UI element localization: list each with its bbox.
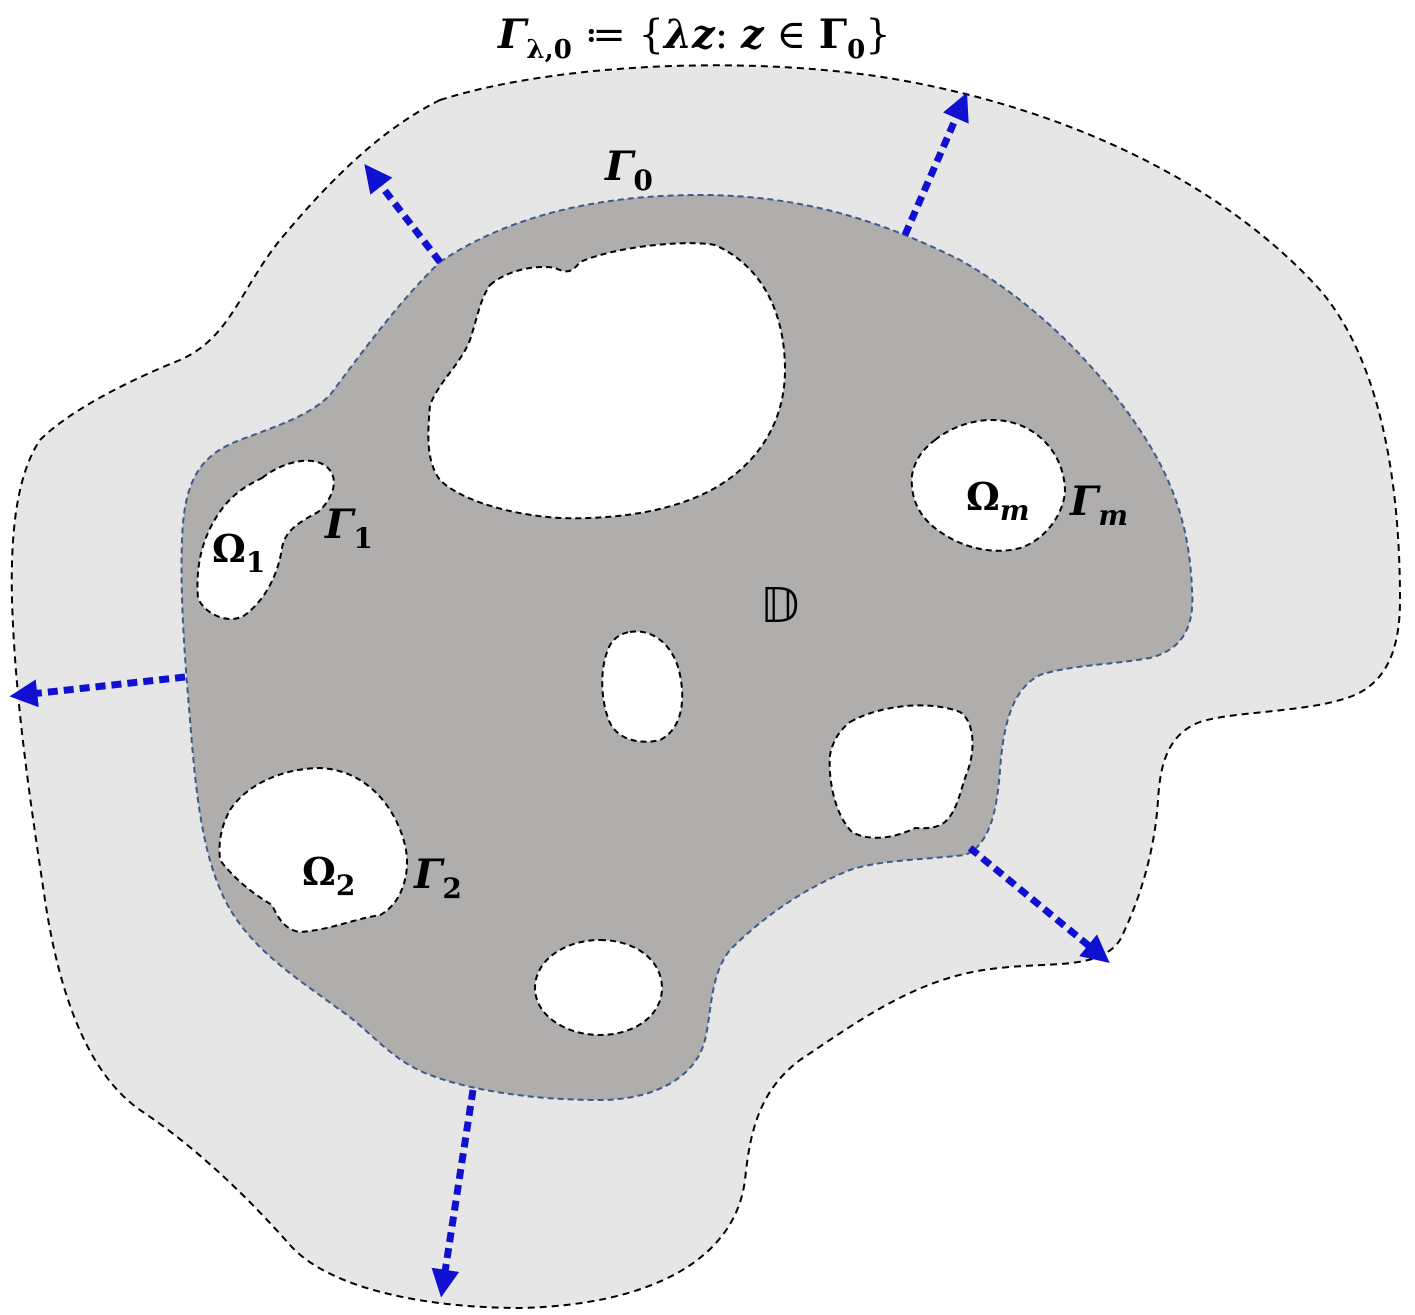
label-scaled-z: z: [740, 11, 765, 58]
label-domain: 𝔻: [760, 578, 799, 634]
label-gamma-2-symbol: Γ: [413, 851, 445, 898]
label-omega-2-symbol: Ω: [302, 849, 336, 894]
label-omega-m-symbol: Ω: [966, 474, 1000, 519]
label-gamma-1-symbol: Γ: [324, 501, 356, 548]
label-omega-2: Ω2: [302, 849, 355, 902]
label-scaled-close: }: [865, 12, 890, 58]
label-scaled-in: ∈: [764, 12, 819, 58]
label-gamma-0: Γ0: [604, 143, 653, 197]
label-gamma-m-symbol: Γ: [1069, 478, 1101, 525]
label-omega-1: Ω1: [212, 526, 265, 579]
hole-omega-m: [910, 419, 1067, 552]
arrow-upper-right: [901, 92, 969, 237]
hole-top: [427, 242, 787, 520]
hole-omega-2: [218, 766, 409, 934]
label-gamma-m-sub: m: [1098, 499, 1128, 532]
label-gamma-0-sub: 0: [633, 164, 652, 197]
label-scaled-gamma0: Γ: [819, 11, 847, 58]
arrow-lower-right: [967, 845, 1110, 964]
label-scaled-sub: λ,0: [526, 35, 571, 65]
label-scaled-boundary: Γλ,0 ≔ {λz: z ∈ Γ0}: [497, 11, 891, 65]
arrow-bottom: [431, 1089, 477, 1298]
label-omega-2-sub: 2: [336, 869, 355, 902]
label-scaled-colon: :: [715, 12, 741, 58]
hole-omega-1: [196, 459, 335, 620]
arrow-upper-left: [364, 164, 443, 265]
hole-center: [601, 630, 684, 743]
expansion-arrows: [9, 92, 1110, 1298]
arrow-left: [9, 673, 186, 708]
label-gamma-2-sub: 2: [442, 872, 461, 905]
label-omega-1-sub: 1: [246, 546, 265, 579]
label-omega-m-sub: m: [1000, 494, 1030, 527]
label-gamma-1: Γ1: [324, 501, 373, 555]
label-omega-m: Ωm: [966, 474, 1029, 527]
label-omega-1-symbol: Ω: [212, 526, 246, 571]
hole-bottom: [533, 938, 664, 1037]
label-scaled-gamma: Γ: [497, 11, 529, 58]
label-gamma-1-sub: 1: [353, 522, 372, 555]
label-gamma-m: Γm: [1069, 478, 1128, 532]
hole-right-lower: [828, 704, 974, 839]
label-gamma-2: Γ2: [413, 851, 462, 905]
label-gamma-0-symbol: Γ: [604, 143, 636, 190]
label-scaled-gamma0-sub: 0: [847, 35, 865, 65]
label-scaled-lambda-z: λz: [662, 11, 716, 58]
label-scaled-assign: ≔ {: [572, 12, 664, 58]
